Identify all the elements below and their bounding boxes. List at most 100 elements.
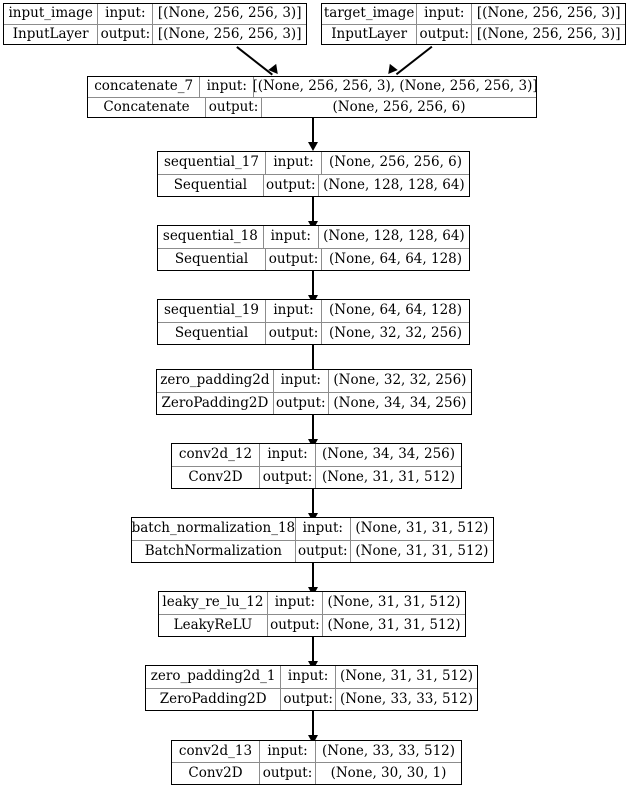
row-label-output: output:	[266, 322, 322, 344]
node-conv2d-13[interactable]: conv2d_13 input: (None, 33, 33, 512) Con…	[171, 740, 462, 785]
edge-input-image-to-concatenate	[236, 46, 273, 76]
node-class: Conv2D	[172, 763, 260, 784]
row-label-input: input:	[417, 4, 473, 24]
node-row-input: sequential_17 input: (None, 256, 256, 6)	[158, 152, 469, 175]
row-label-output: output:	[206, 97, 262, 117]
row-label-input: input:	[260, 741, 316, 762]
row-label-output: output:	[417, 24, 473, 44]
row-label-input: input:	[268, 592, 323, 614]
node-input-image[interactable]: input_image input: [(None, 256, 256, 3)]…	[3, 3, 307, 45]
row-label-output: output:	[268, 614, 323, 636]
output-shape: (None, 31, 31, 512)	[321, 468, 456, 485]
node-name: conv2d_12	[172, 444, 260, 466]
row-label-input: input:	[98, 4, 154, 24]
node-leaky-re-lu-12[interactable]: leaky_re_lu_12 input: (None, 31, 31, 512…	[158, 591, 466, 637]
node-class: Sequential	[158, 248, 266, 270]
row-label-input: input:	[260, 444, 316, 466]
output-shape: (None, 33, 33, 512)	[339, 690, 473, 707]
node-class: ZeroPadding2D	[146, 688, 282, 710]
output-shape: (None, 32, 32, 256)	[328, 324, 463, 341]
input-shape: (None, 34, 34, 256)	[321, 446, 456, 462]
output-shape: (None, 31, 31, 512)	[327, 616, 461, 633]
input-shape: [(None, 256, 256, 3), (None, 256, 256, 3…	[254, 78, 536, 94]
edge-conv2d-12-to-batch-normalization	[312, 489, 314, 514]
node-name: batch_normalization_18	[132, 518, 296, 540]
node-row-output: Conv2D output: (None, 30, 30, 1)	[172, 763, 461, 784]
edge-concatenate-to-sequential-17	[312, 118, 314, 143]
edge-zero-padding2d-1-to-conv2d-13	[312, 711, 314, 736]
node-name: zero_padding2d_1	[146, 666, 282, 688]
node-class: LeakyReLU	[159, 614, 268, 636]
edge-sequential-19-to-zero-padding2d	[312, 345, 314, 370]
output-shape: (None, 31, 31, 512)	[355, 542, 489, 559]
node-name: target_image	[322, 4, 418, 24]
node-concatenate-7[interactable]: concatenate_7 input: [(None, 256, 256, 3…	[87, 76, 537, 118]
node-row-output: InputLayer output: [(None, 256, 256, 3)]	[4, 24, 306, 44]
input-shape: (None, 128, 128, 64)	[323, 228, 465, 244]
node-zero-padding2d[interactable]: zero_padding2d input: (None, 32, 32, 256…	[156, 369, 472, 415]
row-label-output: output:	[281, 688, 336, 710]
input-shape: (None, 33, 33, 512)	[321, 742, 456, 759]
row-label-input: input:	[200, 77, 255, 97]
node-name: sequential_18	[158, 226, 264, 248]
input-shape: (None, 31, 31, 512)	[327, 594, 461, 610]
node-row-output: Sequential output: (None, 32, 32, 256)	[158, 322, 469, 344]
node-name: sequential_17	[158, 152, 266, 174]
node-target-image[interactable]: target_image input: [(None, 256, 256, 3)…	[321, 3, 626, 45]
row-label-input: input:	[296, 518, 351, 540]
node-row-input: sequential_18 input: (None, 128, 128, 64…	[158, 226, 469, 249]
node-row-output: LeakyReLU output: (None, 31, 31, 512)	[159, 614, 465, 636]
node-class: ZeroPadding2D	[157, 392, 274, 414]
row-label-input: input:	[264, 226, 319, 248]
output-shape: (None, 64, 64, 128)	[328, 250, 463, 267]
row-label-output: output:	[264, 174, 319, 196]
node-row-output: BatchNormalization output: (None, 31, 31…	[132, 540, 493, 562]
row-label-output: output:	[266, 248, 322, 270]
node-row-input: conv2d_13 input: (None, 33, 33, 512)	[172, 741, 461, 763]
input-shape: (None, 31, 31, 512)	[355, 520, 489, 536]
edge-zero-padding2d-to-conv2d-12	[312, 415, 314, 440]
output-shape: (None, 128, 128, 64)	[323, 176, 465, 193]
node-class: InputLayer	[322, 24, 418, 44]
row-label-input: input:	[266, 300, 322, 322]
node-row-input: conv2d_12 input: (None, 34, 34, 256)	[172, 444, 461, 467]
node-sequential-19[interactable]: sequential_19 input: (None, 64, 64, 128)…	[157, 299, 470, 345]
row-label-input: input:	[281, 666, 336, 688]
node-zero-padding2d-1[interactable]: zero_padding2d_1 input: (None, 31, 31, 5…	[145, 665, 478, 711]
node-row-input: sequential_19 input: (None, 64, 64, 128)	[158, 300, 469, 323]
node-class: Sequential	[158, 174, 264, 196]
row-label-output: output:	[274, 392, 329, 414]
node-row-input: zero_padding2d_1 input: (None, 31, 31, 5…	[146, 666, 477, 689]
node-row-input: input_image input: [(None, 256, 256, 3)]	[4, 4, 306, 25]
row-label-output: output:	[260, 763, 316, 784]
node-sequential-17[interactable]: sequential_17 input: (None, 256, 256, 6)…	[157, 151, 470, 197]
row-label-input: input:	[274, 370, 329, 392]
edge-sequential-17-to-18	[312, 197, 314, 222]
node-row-output: Conv2D output: (None, 31, 31, 512)	[172, 466, 461, 488]
node-batch-normalization-18[interactable]: batch_normalization_18 input: (None, 31,…	[131, 517, 494, 563]
row-label-output: output:	[98, 24, 154, 44]
node-name: conv2d_13	[172, 741, 260, 762]
input-shape: (None, 256, 256, 6)	[328, 154, 463, 170]
node-name: concatenate_7	[88, 77, 201, 97]
node-name: input_image	[4, 4, 99, 24]
node-name: sequential_19	[158, 300, 266, 322]
output-shape: (None, 256, 256, 6)	[332, 98, 466, 115]
edge-leaky-re-lu-to-zero-padding2d-1	[312, 637, 314, 662]
node-row-input: target_image input: [(None, 256, 256, 3)…	[322, 4, 625, 25]
node-conv2d-12[interactable]: conv2d_12 input: (None, 34, 34, 256) Con…	[171, 443, 462, 489]
node-class: Concatenate	[88, 97, 206, 117]
output-shape: (None, 30, 30, 1)	[330, 764, 447, 781]
node-class: BatchNormalization	[132, 540, 296, 562]
node-row-output: Sequential output: (None, 64, 64, 128)	[158, 248, 469, 270]
node-row-output: Concatenate output: (None, 256, 256, 6)	[88, 97, 536, 117]
output-shape: [(None, 256, 256, 3)]	[476, 25, 621, 42]
node-sequential-18[interactable]: sequential_18 input: (None, 128, 128, 64…	[157, 225, 470, 271]
node-class: InputLayer	[4, 24, 99, 44]
node-row-input: leaky_re_lu_12 input: (None, 31, 31, 512…	[159, 592, 465, 615]
row-label-input: input:	[266, 152, 322, 174]
node-name: leaky_re_lu_12	[159, 592, 268, 614]
node-row-output: ZeroPadding2D output: (None, 34, 34, 256…	[157, 392, 471, 414]
node-row-input: batch_normalization_18 input: (None, 31,…	[132, 518, 493, 541]
